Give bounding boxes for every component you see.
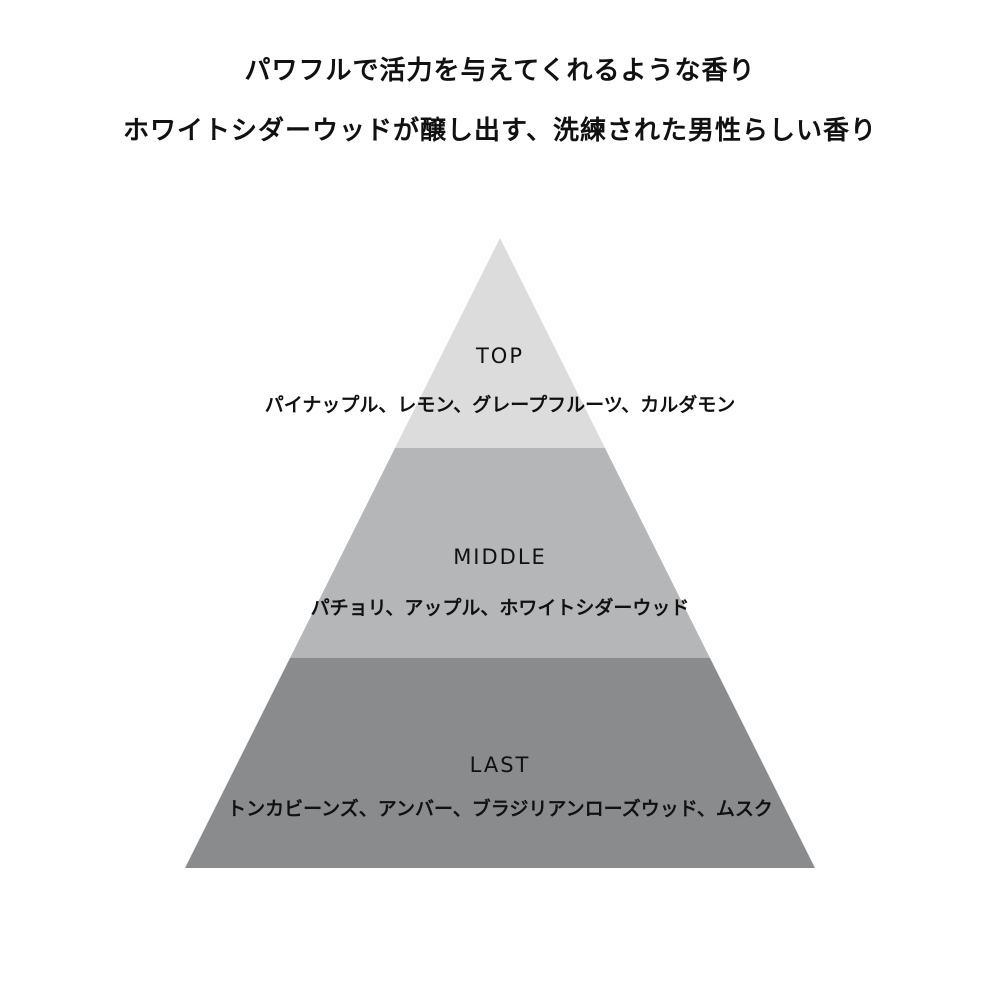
pyramid-tier-top	[395, 238, 605, 448]
tier-label-middle: MIDDLE	[453, 545, 547, 569]
tier-notes-last: トンカビーンズ、アンバー、ブラジリアンローズウッド、ムスク	[227, 798, 773, 820]
tier-notes-top: パイナップル、レモン、グレープフルーツ、カルダモン	[264, 394, 736, 416]
pyramid-tier-last	[185, 658, 815, 868]
pyramid-tier-middle	[290, 448, 710, 658]
tier-label-top: TOP	[475, 344, 525, 368]
headline-2: ホワイトシダーウッドが醸し出す、洗練された男性らしい香り	[123, 116, 877, 146]
tier-label-last: LAST	[469, 753, 531, 777]
tier-notes-middle: パチョリ、アップル、ホワイトシダーウッド	[310, 597, 690, 619]
headline-1: パワフルで活力を与えてくれるような香り	[244, 56, 756, 86]
